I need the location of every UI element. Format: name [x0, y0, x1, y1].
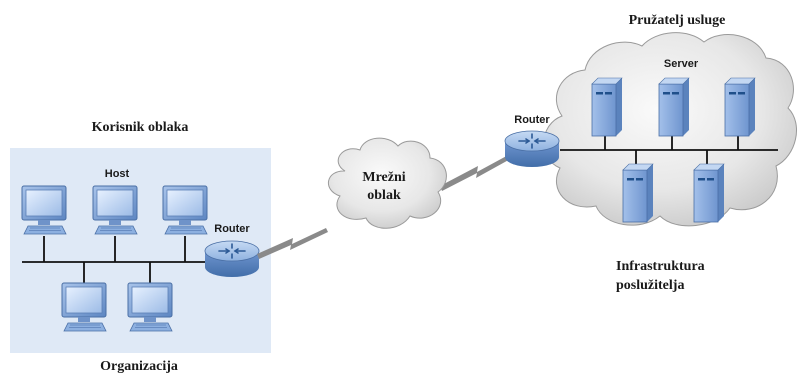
- router-right-label: Router: [514, 114, 550, 126]
- serial-link-left: [257, 228, 328, 259]
- server-icon: [693, 163, 725, 223]
- server-backbone: [560, 136, 778, 168]
- server-icon: [658, 77, 690, 137]
- server-icon: [622, 163, 654, 223]
- server-icon: [724, 77, 756, 137]
- infrastructure-label-line2: poslužitelja: [616, 278, 684, 293]
- host-computer-icon: [61, 282, 107, 332]
- host-computer-icon: [21, 185, 67, 235]
- network-cloud-label-line2: oblak: [367, 188, 401, 203]
- serial-link-right: [440, 153, 514, 191]
- host-computer-icon: [92, 185, 138, 235]
- host-label: Host: [105, 168, 130, 180]
- infrastructure-label-line1: Infrastruktura: [616, 259, 705, 274]
- host-computer-icon: [162, 185, 208, 235]
- host-computer-icon: [127, 282, 173, 332]
- router-left-icon: [204, 240, 260, 278]
- server-label: Server: [664, 58, 699, 70]
- network-cloud-icon: [328, 137, 447, 229]
- router-right-icon: [504, 130, 560, 168]
- organization-label: Organizacija: [100, 359, 178, 374]
- server-icon: [591, 77, 623, 137]
- network-cloud-label-line1: Mrežni: [362, 170, 405, 185]
- lan-bus: [22, 236, 205, 283]
- cloud-user-title: Korisnik oblaka: [92, 120, 189, 135]
- provider-title: Pružatelj usluge: [629, 13, 726, 28]
- router-left-label: Router: [214, 223, 250, 235]
